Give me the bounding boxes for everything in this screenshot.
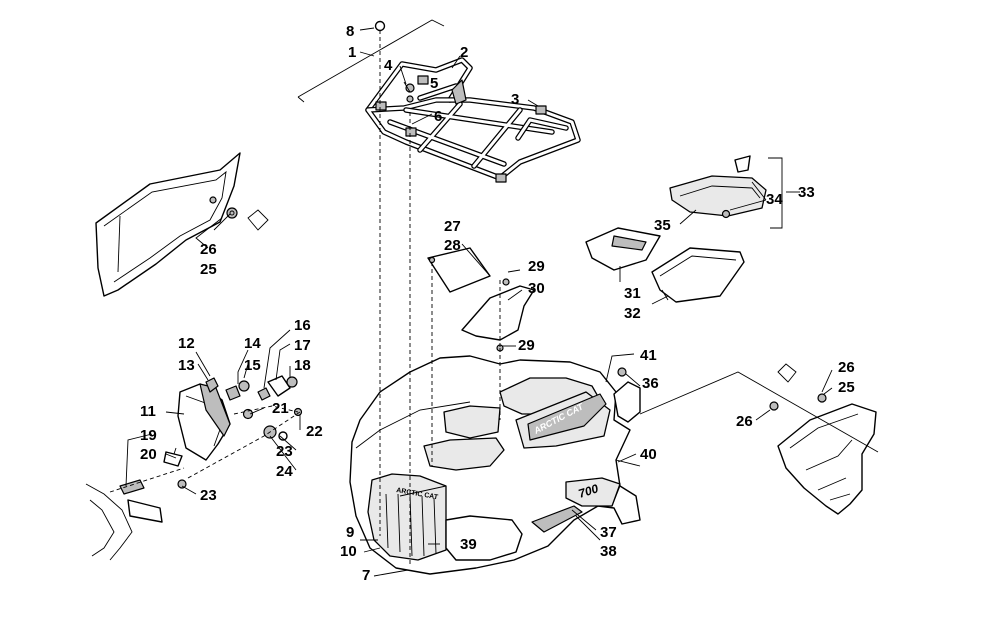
callout-2: 2 — [460, 44, 468, 61]
leader-lines — [125, 27, 879, 577]
callout-13: 13 — [178, 357, 195, 374]
callout-21: 21 — [272, 400, 289, 417]
callout-27: 27 — [444, 218, 461, 235]
callout-29-top: 29 — [528, 258, 545, 275]
callout-4: 4 — [384, 57, 393, 74]
callout-25-left: 25 — [200, 261, 217, 278]
callout-26-right: 26 — [736, 413, 753, 430]
storage-box-assembly — [585, 155, 767, 303]
front-rack-assembly — [297, 19, 581, 183]
callout-1: 1 — [348, 44, 356, 61]
callout-5: 5 — [430, 75, 438, 92]
callout-23-lower: 23 — [200, 487, 217, 504]
callout-35: 35 — [654, 217, 671, 234]
callout-24: 24 — [276, 463, 293, 480]
callout-14: 14 — [244, 335, 261, 352]
callout-29-bottom: 29 — [518, 337, 535, 354]
callout-15: 15 — [244, 357, 261, 374]
callout-20: 20 — [140, 446, 157, 463]
callout-26-right-top: 26 — [838, 359, 855, 376]
callout-10: 10 — [340, 543, 357, 560]
callout-labels: 8 1 2 4 5 3 6 33 34 35 27 28 26 25 29 30… — [140, 23, 855, 584]
fender-model-decal: 700 — [577, 481, 601, 501]
callout-32: 32 — [624, 305, 641, 322]
callout-12: 12 — [178, 335, 195, 352]
callout-39: 39 — [460, 536, 477, 553]
callout-7: 7 — [362, 567, 370, 584]
callout-17: 17 — [294, 337, 311, 354]
callout-31: 31 — [624, 285, 641, 302]
callout-26-left: 26 — [200, 241, 217, 258]
callout-34: 34 — [766, 191, 783, 208]
callout-16: 16 — [294, 317, 311, 334]
callout-8: 8 — [346, 23, 354, 40]
callout-38: 38 — [600, 543, 617, 560]
alignment-lines — [109, 30, 501, 566]
callout-41: 41 — [640, 347, 657, 364]
front-body-panel — [349, 355, 641, 575]
callout-28: 28 — [444, 237, 461, 254]
callout-30: 30 — [528, 280, 545, 297]
callout-37: 37 — [600, 524, 617, 541]
callout-3: 3 — [511, 91, 519, 108]
callout-19: 19 — [140, 427, 157, 444]
callout-11: 11 — [140, 403, 156, 420]
callout-9: 9 — [346, 524, 354, 541]
callout-40: 40 — [640, 446, 657, 463]
left-side-panel — [95, 152, 269, 297]
callout-22: 22 — [306, 423, 323, 440]
seal-bracket-parts — [427, 247, 535, 352]
callout-33: 33 — [798, 184, 815, 201]
callout-18: 18 — [294, 357, 311, 374]
callout-23-upper: 23 — [276, 443, 293, 460]
callout-6: 6 — [434, 108, 442, 125]
headlight-assembly — [85, 375, 303, 561]
right-side-panel — [769, 363, 877, 515]
callout-25-right: 25 — [838, 379, 855, 396]
callout-36: 36 — [642, 375, 659, 392]
